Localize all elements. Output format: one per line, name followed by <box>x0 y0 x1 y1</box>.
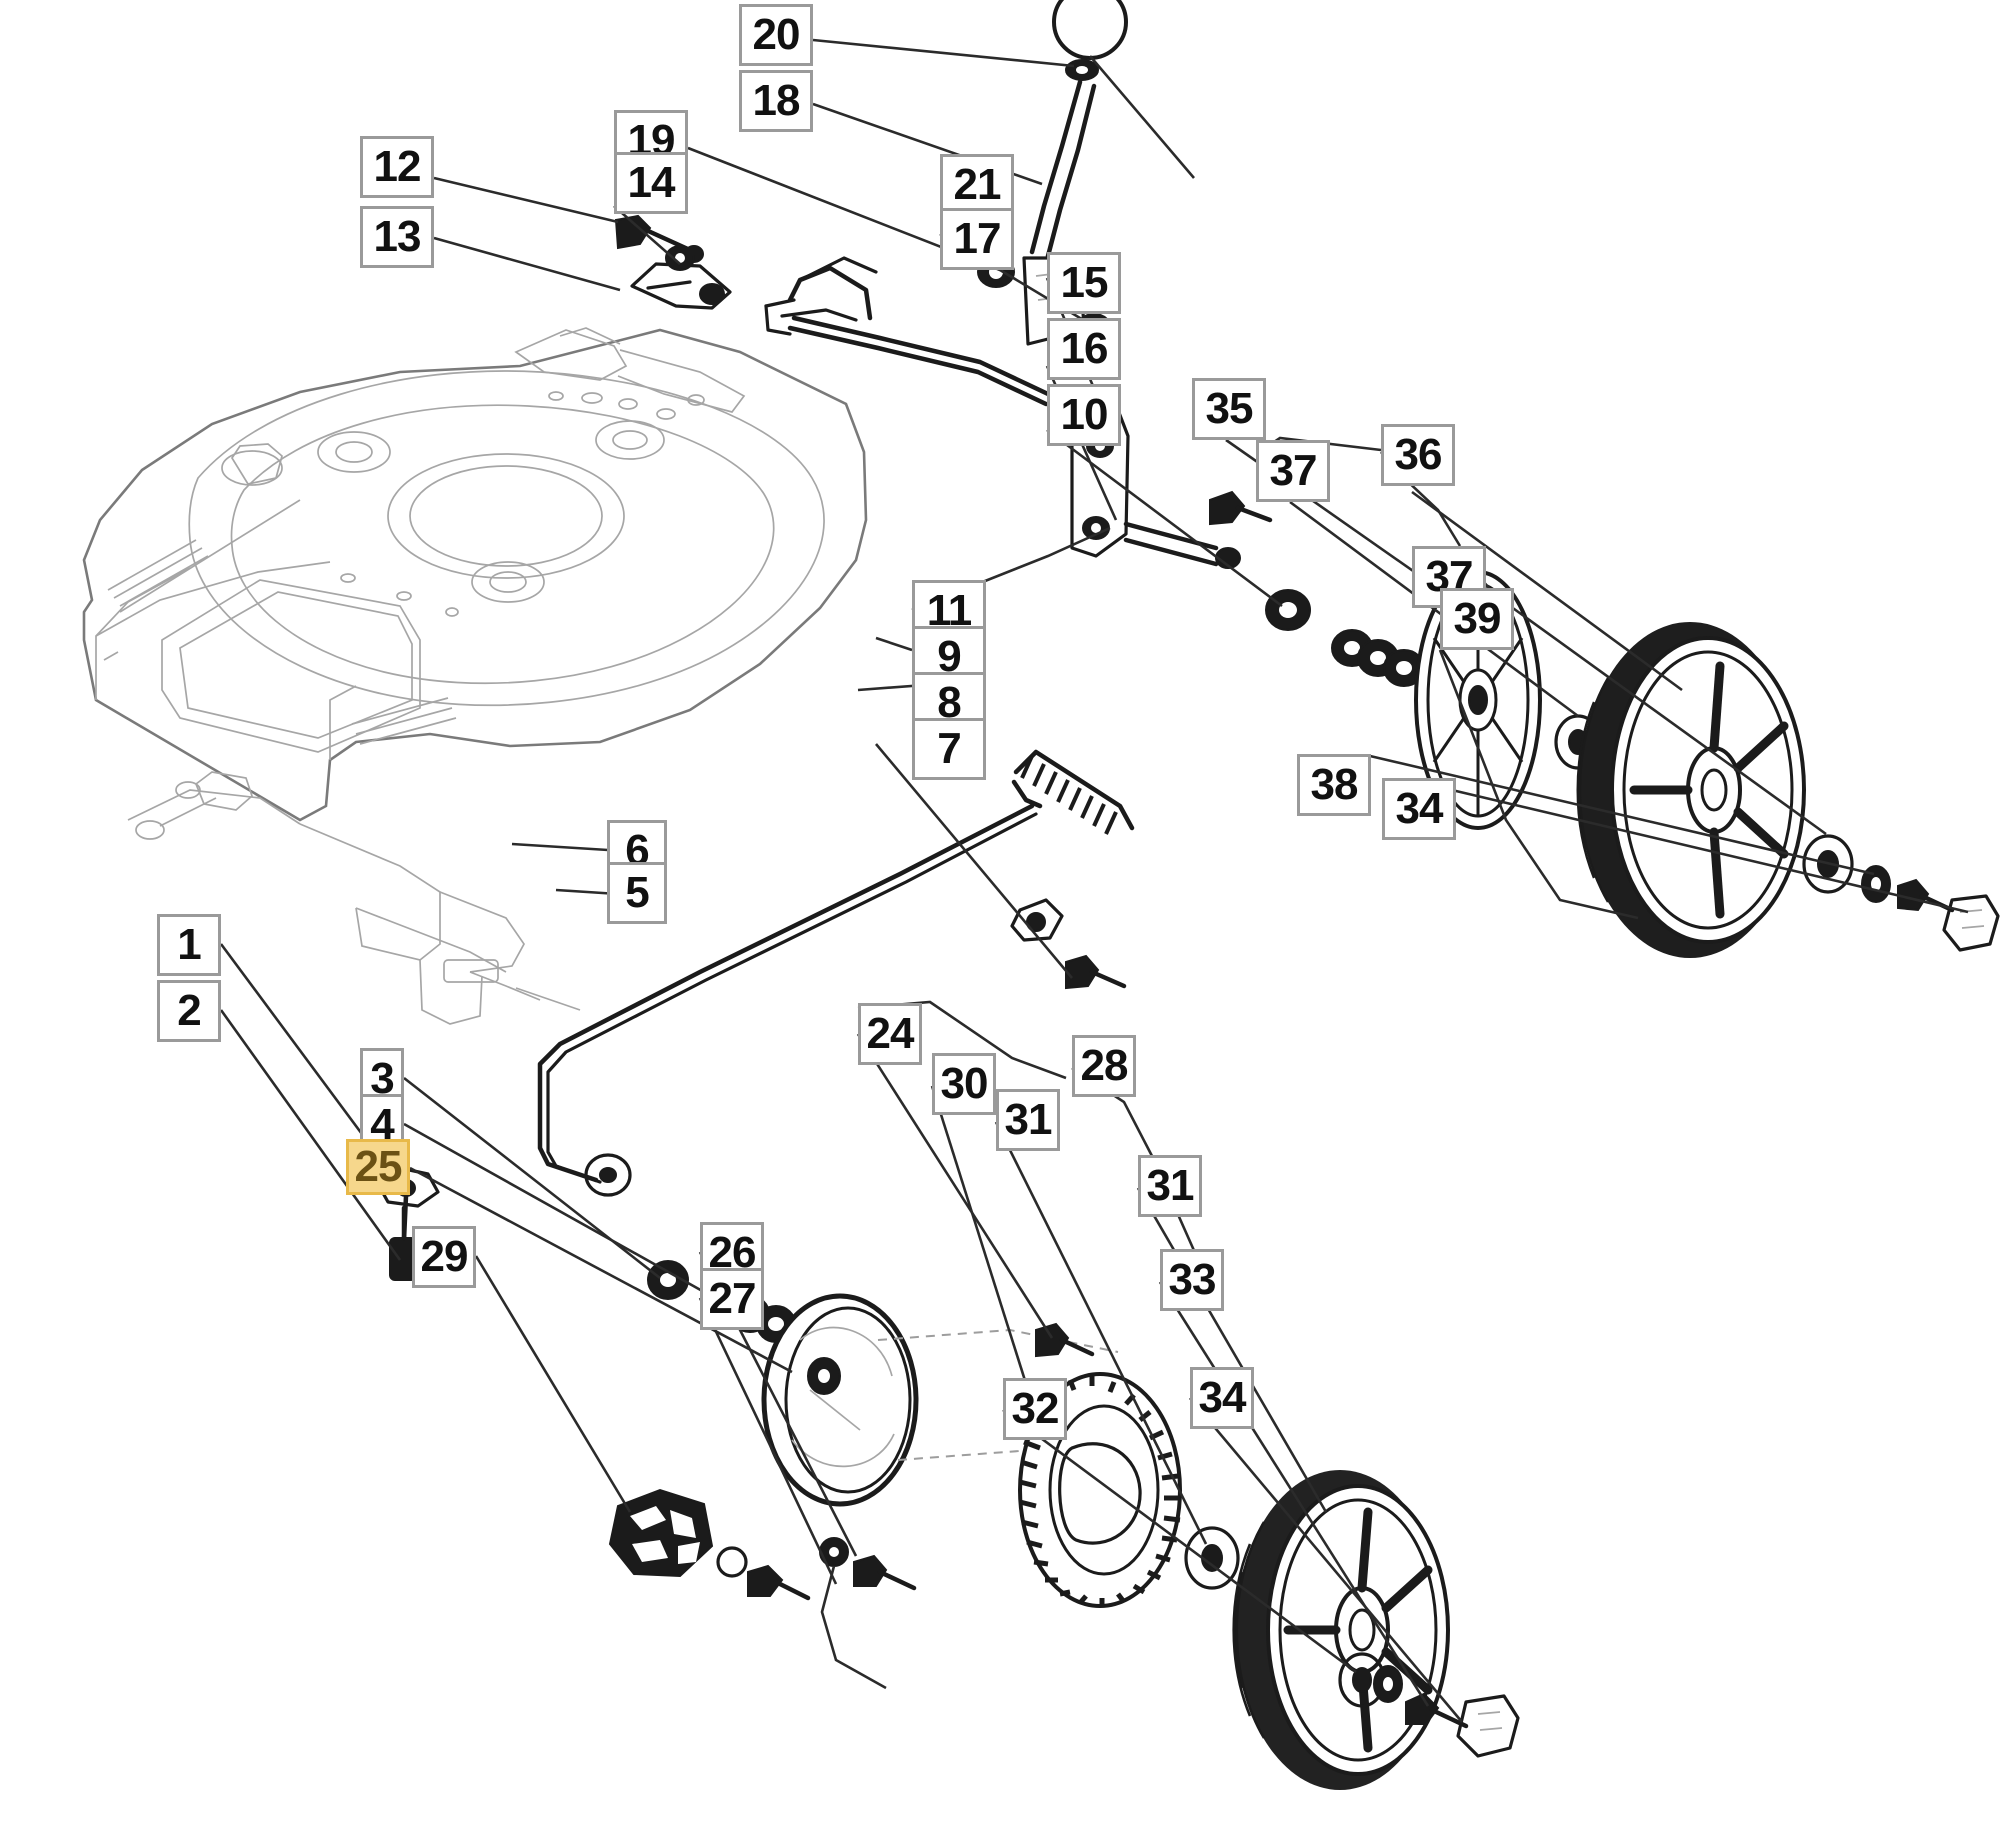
callout-label: 38 <box>1310 760 1359 809</box>
callout-label: 17 <box>953 214 1002 263</box>
callout-label: 34 <box>1198 1373 1247 1422</box>
callout-label: 13 <box>373 212 422 261</box>
callout-label: 14 <box>627 158 676 207</box>
callout-38[interactable]: 38 <box>1297 754 1371 816</box>
callout-label: 11 <box>926 586 973 635</box>
callout-label: 10 <box>1060 390 1109 439</box>
callout-35[interactable]: 35 <box>1192 378 1266 440</box>
control-linkage-assembly <box>614 0 1273 569</box>
callout-label: 31 <box>1004 1095 1053 1144</box>
callout-label: 27 <box>708 1274 757 1323</box>
callout-1[interactable]: 1 <box>157 914 221 976</box>
mower-deck-body <box>82 327 868 1025</box>
callout-label: 12 <box>373 142 422 191</box>
callout-24[interactable]: 24 <box>858 1003 922 1065</box>
callout-32[interactable]: 32 <box>1003 1378 1067 1440</box>
callout-28[interactable]: 28 <box>1072 1035 1136 1097</box>
callout-30[interactable]: 30 <box>932 1053 996 1115</box>
callout-31[interactable]: 31 <box>996 1089 1060 1151</box>
callout-label: 5 <box>625 868 650 917</box>
callout-label: 18 <box>752 76 801 125</box>
callout-31[interactable]: 31 <box>1138 1155 1202 1217</box>
callout-37[interactable]: 37 <box>1256 440 1330 502</box>
callout-39[interactable]: 39 <box>1440 588 1514 650</box>
callout-25[interactable]: 25 <box>346 1139 410 1195</box>
callout-label: 3 <box>370 1054 395 1103</box>
callout-15[interactable]: 15 <box>1047 252 1121 314</box>
callout-label: 39 <box>1453 594 1502 643</box>
callout-label: 21 <box>953 160 1002 209</box>
callout-label: 24 <box>866 1009 915 1058</box>
callout-label: 20 <box>752 10 801 59</box>
callout-label: 37 <box>1269 446 1318 495</box>
callout-label: 8 <box>937 678 962 727</box>
callout-label: 30 <box>940 1059 989 1108</box>
callout-36[interactable]: 36 <box>1381 424 1455 486</box>
cable-rod-assembly <box>537 749 1135 1197</box>
callout-29[interactable]: 29 <box>412 1226 476 1288</box>
callout-34[interactable]: 34 <box>1382 778 1456 840</box>
callout-5[interactable]: 5 <box>607 862 667 924</box>
callout-label: 9 <box>937 632 962 681</box>
callout-17[interactable]: 17 <box>940 208 1014 270</box>
callout-label: 34 <box>1395 784 1444 833</box>
callout-2[interactable]: 2 <box>157 980 221 1042</box>
callout-14[interactable]: 14 <box>614 152 688 214</box>
callout-21[interactable]: 21 <box>940 154 1014 216</box>
callout-18[interactable]: 18 <box>739 70 813 132</box>
callout-label: 35 <box>1205 384 1254 433</box>
callout-label: 36 <box>1394 430 1443 479</box>
callout-label: 2 <box>177 986 202 1035</box>
callout-33[interactable]: 33 <box>1160 1249 1224 1311</box>
callout-34[interactable]: 34 <box>1190 1367 1254 1429</box>
callout-label: 16 <box>1060 324 1109 373</box>
callout-label: 33 <box>1168 1255 1217 1304</box>
callout-label: 25 <box>354 1142 403 1191</box>
callout-12[interactable]: 12 <box>360 136 434 198</box>
callout-10[interactable]: 10 <box>1047 384 1121 446</box>
callout-20[interactable]: 20 <box>739 4 813 66</box>
right-wheel-assembly <box>1265 570 2000 958</box>
callout-label: 32 <box>1011 1384 1060 1433</box>
callout-label: 31 <box>1146 1161 1195 1210</box>
callout-label: 15 <box>1060 258 1109 307</box>
callout-16[interactable]: 16 <box>1047 318 1121 380</box>
callout-label: 26 <box>708 1228 757 1277</box>
callout-27[interactable]: 27 <box>700 1268 764 1330</box>
callout-label: 29 <box>420 1232 469 1281</box>
callout-label: 7 <box>937 724 962 773</box>
callout-13[interactable]: 13 <box>360 206 434 268</box>
callout-label: 28 <box>1080 1041 1129 1090</box>
callout-label: 1 <box>177 920 202 969</box>
callout-7[interactable]: 7 <box>912 718 986 780</box>
rear-wheel-assembly <box>1018 1322 1520 1790</box>
